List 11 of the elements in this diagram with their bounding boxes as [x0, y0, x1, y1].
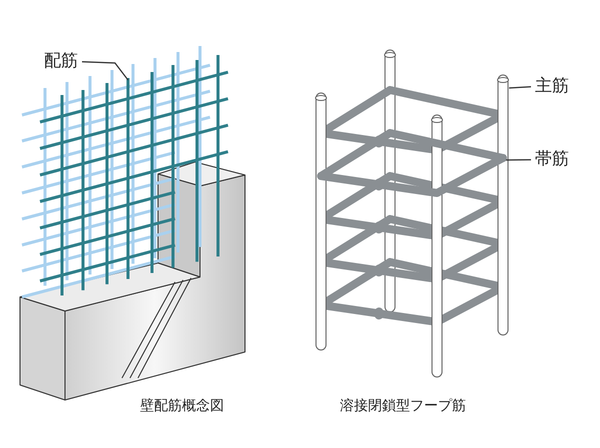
part-label: 帯筋: [535, 150, 569, 170]
part-label: 配筋: [44, 52, 78, 72]
hoop-bar: [317, 129, 507, 197]
figure-caption: 溶接閉鎖型フープ筋: [340, 398, 466, 414]
leader-line: [506, 159, 531, 161]
main-bar: [497, 74, 509, 336]
leader-line: [82, 61, 128, 80]
rebar: [126, 78, 130, 279]
part-label: 主筋: [535, 77, 569, 97]
figure-caption: 壁配筋概念図: [140, 398, 224, 414]
leader-line: [508, 86, 532, 89]
